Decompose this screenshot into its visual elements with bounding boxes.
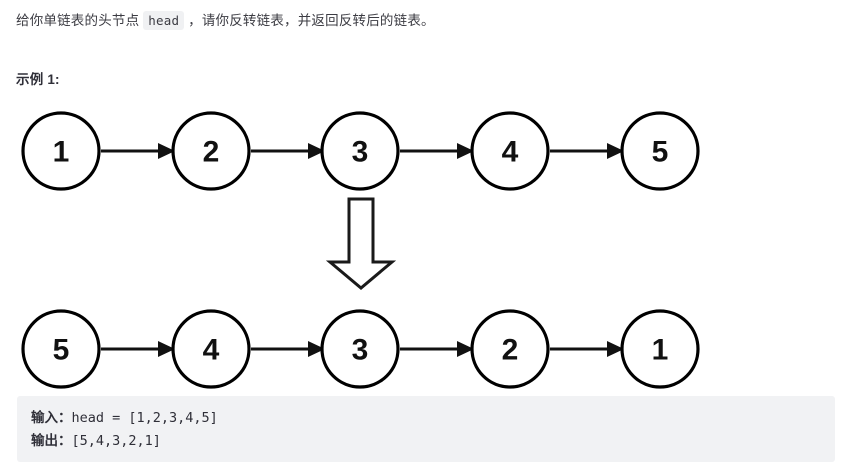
edge-r4-to-r5 xyxy=(550,341,624,357)
node-top-0: 1 xyxy=(21,111,101,191)
edge-r3-to-r4 xyxy=(400,341,474,357)
edge-r1-to-r2 xyxy=(101,341,175,357)
edge-4-to-5 xyxy=(550,143,624,159)
down-block-arrow-icon xyxy=(325,197,397,290)
output-line: 输出：[5,4,3,2,1] xyxy=(31,430,835,453)
input-line: 输入：head = [1,2,3,4,5] xyxy=(31,407,835,430)
input-value: head = [1,2,3,4,5] xyxy=(71,410,218,426)
edge-1-to-2 xyxy=(101,143,175,159)
node-top-2-label: 3 xyxy=(352,136,369,169)
inline-code-head: head xyxy=(143,11,185,30)
node-bottom-4: 1 xyxy=(620,309,700,389)
node-top-4-label: 5 xyxy=(652,136,669,169)
node-bottom-2: 3 xyxy=(320,309,400,389)
node-top-0-label: 1 xyxy=(53,136,70,169)
top-row-edges xyxy=(101,143,624,159)
top-row-nodes: 1 2 3 4 5 xyxy=(21,111,700,191)
statement-text-before: 给你单链表的头节点 xyxy=(16,13,144,28)
problem-statement: 给你单链表的头节点 head ，请你反转链表，并返回反转后的链表。 xyxy=(16,10,836,32)
node-bottom-1-label: 4 xyxy=(203,334,220,367)
node-bottom-0-label: 5 xyxy=(53,334,70,367)
node-bottom-3-label: 2 xyxy=(502,334,519,367)
input-label: 输入： xyxy=(31,410,72,426)
output-value: [5,4,3,2,1] xyxy=(71,433,161,449)
example-heading: 示例 1: xyxy=(16,72,60,87)
node-top-3-label: 4 xyxy=(502,136,519,169)
linked-list-diagram: 1 2 3 4 5 xyxy=(0,100,858,395)
node-top-2: 3 xyxy=(320,111,400,191)
node-bottom-1: 4 xyxy=(171,309,251,389)
example-io-block: 输入：head = [1,2,3,4,5] 输出：[5,4,3,2,1] xyxy=(17,396,835,462)
bottom-row-nodes: 5 4 3 2 1 xyxy=(21,309,700,389)
node-top-1: 2 xyxy=(171,111,251,191)
node-bottom-2-label: 3 xyxy=(352,334,369,367)
node-top-1-label: 2 xyxy=(203,136,220,169)
edge-r2-to-r3 xyxy=(251,341,325,357)
edge-2-to-3 xyxy=(251,143,325,159)
statement-text-after: ，请你反转链表，并返回反转后的链表。 xyxy=(184,13,435,28)
node-top-3: 4 xyxy=(470,111,550,191)
node-bottom-4-label: 1 xyxy=(652,334,669,367)
node-bottom-0: 5 xyxy=(21,309,101,389)
output-label: 输出： xyxy=(31,433,72,449)
bottom-row-edges xyxy=(101,341,624,357)
edge-3-to-4 xyxy=(400,143,474,159)
node-top-4: 5 xyxy=(620,111,700,191)
node-bottom-3: 2 xyxy=(470,309,550,389)
